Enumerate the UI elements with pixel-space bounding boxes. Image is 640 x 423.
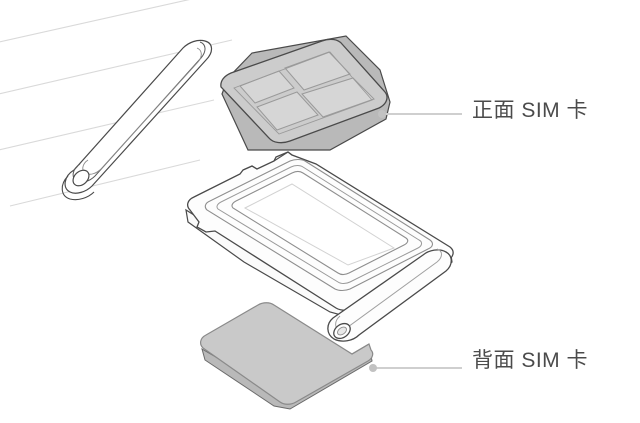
sim-contact-pad-2 — [284, 51, 351, 91]
leader-dot-back — [369, 364, 377, 372]
phone-body-lines — [0, 0, 233, 207]
phone-edge-group — [0, 0, 233, 207]
sim-tray-window — [231, 170, 409, 276]
sim-tray — [185, 151, 454, 342]
eject-pin-hole-icon — [72, 169, 90, 187]
sim-slot-depth-line — [82, 47, 202, 175]
sim-contact-area-outline — [233, 51, 373, 135]
label-front-sim-card: 正面 SIM 卡 — [472, 99, 589, 122]
sim-tray-rim-inner — [216, 165, 422, 284]
sim-tray-window-inner-line — [243, 183, 396, 266]
sim-contact-pad-4 — [301, 77, 375, 118]
sim-slot-outline — [64, 39, 213, 194]
sim-card-back-chamfer — [351, 343, 370, 355]
sim-tray-notch-top — [242, 165, 258, 171]
leader-line-front — [378, 110, 462, 118]
sim-tray-handle-bar — [327, 249, 452, 342]
sim-card-back — [200, 302, 374, 410]
leader-line-back — [369, 364, 462, 372]
sim-tray-rim-outer — [204, 158, 433, 292]
sim-contact-pad-3 — [256, 91, 319, 131]
sim-tray-notch-top-2 — [273, 151, 293, 162]
sim-tray-handle-highlight — [335, 248, 442, 333]
sim-slot-thickness — [61, 175, 95, 201]
tray-eject-pin-hole-inner — [337, 326, 347, 336]
leader-dot-front — [378, 110, 386, 118]
sim-card-front — [220, 35, 391, 151]
label-back-sim-card: 背面 SIM 卡 — [472, 349, 589, 372]
